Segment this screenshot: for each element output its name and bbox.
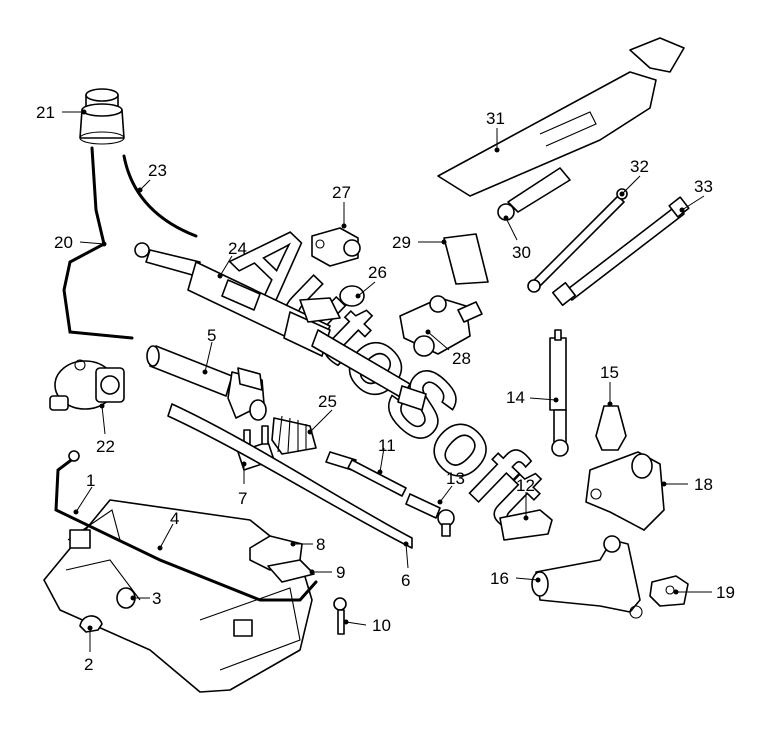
callout-33: 33 — [694, 177, 713, 196]
callout-22: 22 — [96, 437, 115, 456]
part-column-boot — [443, 233, 489, 285]
part-rack-boot — [271, 415, 317, 455]
part-reservoir — [79, 88, 125, 145]
part-column-shaft — [497, 167, 571, 221]
leader-lines — [62, 111, 712, 652]
callout-28: 28 — [452, 349, 471, 368]
callout-27: 27 — [332, 183, 351, 202]
callout-18: 18 — [694, 475, 713, 494]
callout-24: 24 — [228, 239, 247, 258]
callout-2: 2 — [84, 655, 93, 674]
part-leaf-spring — [167, 403, 413, 549]
part-steering-rack — [134, 242, 427, 411]
part-bump-stop — [595, 405, 627, 451]
part-tie-rod-end — [405, 493, 455, 537]
callout-1: 1 — [86, 471, 95, 490]
callout-4: 4 — [170, 509, 179, 528]
part-control-arm — [531, 535, 643, 619]
part-tie-rod — [325, 451, 407, 497]
part-u-joint-shaft — [551, 196, 690, 307]
callout-20: 20 — [54, 233, 73, 252]
callout-14: 14 — [506, 388, 525, 407]
part-plate — [267, 559, 315, 583]
callout-11: 11 — [378, 436, 396, 455]
part-ball-joint — [649, 575, 689, 607]
callout-6: 6 — [401, 571, 410, 590]
callout-10: 10 — [372, 616, 391, 635]
callout-29: 29 — [392, 233, 411, 252]
callout-23: 23 — [148, 161, 167, 180]
part-power-cylinder — [146, 345, 267, 421]
callout-7: 7 — [238, 489, 247, 508]
callout-19: 19 — [716, 583, 735, 602]
callout-numbers: 1 2 3 4 5 6 7 8 9 10 11 12 13 14 15 16 1… — [36, 103, 735, 674]
callout-16: 16 — [490, 569, 509, 588]
callout-5: 5 — [207, 326, 216, 345]
callout-15: 15 — [600, 363, 619, 382]
part-power-steering-pump — [49, 359, 125, 411]
callout-9: 9 — [336, 563, 345, 582]
callout-30: 30 — [512, 243, 531, 262]
callout-25: 25 — [318, 392, 337, 411]
part-subframe — [43, 499, 313, 693]
callout-32: 32 — [630, 157, 649, 176]
callout-12: 12 — [516, 476, 535, 495]
part-steering-gear — [399, 295, 483, 357]
part-hose-return — [62, 146, 134, 340]
callout-13: 13 — [446, 469, 465, 488]
part-valve-block — [311, 227, 361, 267]
part-bolt — [333, 597, 347, 635]
leader-dots — [73, 109, 685, 631]
part-shock-absorber — [549, 329, 569, 457]
part-clip — [79, 615, 103, 633]
callout-3: 3 — [152, 589, 161, 608]
part-mount-bracket — [499, 509, 553, 541]
callout-8: 8 — [316, 535, 325, 554]
callout-31: 31 — [486, 109, 505, 128]
callout-26: 26 — [368, 263, 387, 282]
part-intermediate-shaft — [527, 188, 628, 293]
part-stabilizer-bar — [54, 456, 318, 602]
part-bushing-rack — [339, 285, 365, 307]
callout-21: 21 — [36, 103, 55, 122]
part-column-support — [437, 37, 685, 197]
part-knuckle — [585, 451, 665, 531]
part-hose-feed — [122, 154, 198, 238]
